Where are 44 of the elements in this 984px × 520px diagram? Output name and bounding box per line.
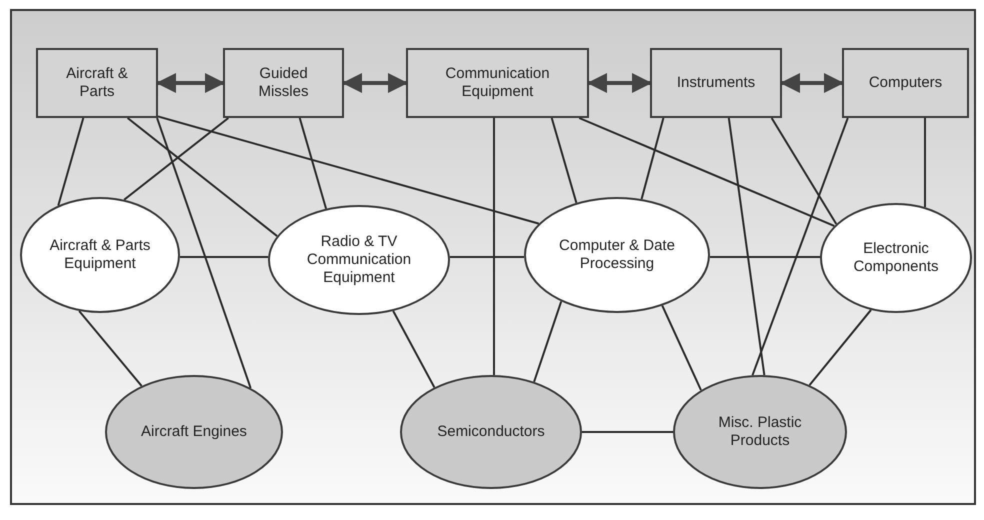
node-label: Computers [868, 74, 942, 92]
connector-line [392, 310, 436, 388]
connector-line [640, 118, 664, 200]
connector-line [582, 431, 673, 433]
connector-line [808, 309, 872, 386]
connector-line [493, 118, 495, 376]
connector-line [578, 117, 835, 227]
industry-box [36, 48, 158, 118]
connector-line [710, 256, 820, 258]
connector-line [533, 301, 562, 382]
node-label: Radio & TV Communication Equipment [306, 233, 412, 287]
connector-line [158, 116, 540, 225]
node-label: Aircraft Engines [141, 423, 247, 441]
node-label: Computer & Date Processing [558, 237, 676, 273]
node-label: Communication Equipment [444, 65, 551, 101]
connector-line [298, 118, 328, 209]
connector-line [156, 118, 252, 388]
double-arrow [587, 73, 652, 93]
connector-line [180, 256, 268, 258]
industry-box [406, 48, 589, 118]
connector-line [550, 118, 578, 204]
connector-line [770, 117, 838, 225]
connector-line [124, 117, 229, 200]
industry-box [842, 48, 969, 118]
node-label: Guided Missles [257, 65, 310, 101]
industry-box [650, 48, 782, 118]
connector-line [924, 118, 926, 208]
node-label: Instruments [676, 74, 756, 92]
double-arrow [156, 73, 225, 93]
connector-line [661, 305, 702, 391]
double-arrow [780, 73, 844, 93]
connector-line [728, 118, 766, 376]
double-arrow [342, 73, 408, 93]
node-label: Electronic Components [852, 240, 940, 276]
connector-line [752, 118, 849, 376]
connector-line [126, 117, 278, 237]
node-label: Misc. Plastic Products [717, 414, 803, 450]
industry-box [223, 48, 344, 118]
node-label: Aircraft & Parts Equipment [48, 237, 152, 273]
node-label: Aircraft & Parts [65, 65, 129, 101]
connector-line [78, 310, 142, 387]
connector-line [57, 118, 84, 206]
connector-line [450, 256, 524, 258]
node-label: Semiconductors [437, 423, 545, 441]
